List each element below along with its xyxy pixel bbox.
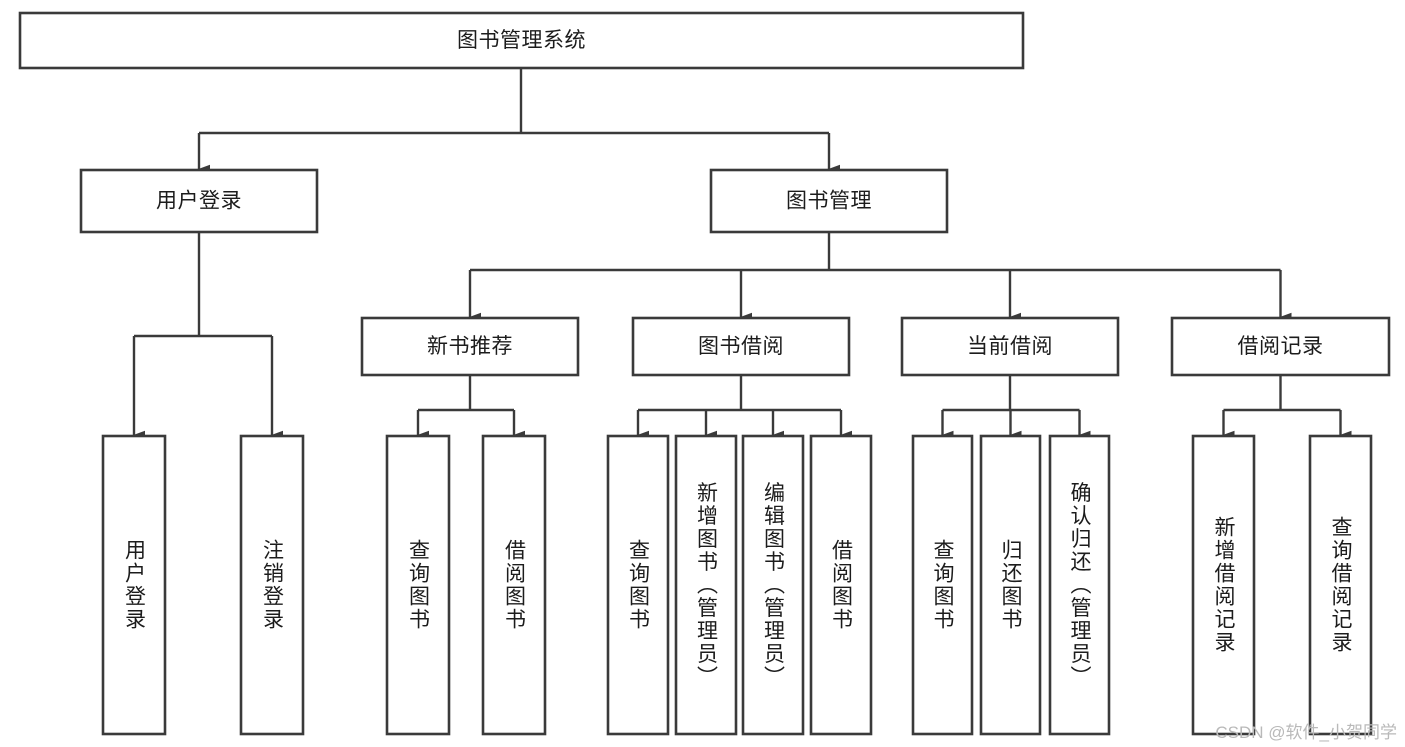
node-box[interactable] — [18, 11, 1025, 70]
node-leaf-11[interactable]: 新增借阅记录 — [1191, 434, 1256, 736]
node-leaf-5[interactable]: 新增图书（管理员） — [674, 434, 738, 736]
node-label: 编辑图书（管理员） — [762, 482, 786, 689]
node-label: 查询借阅记录 — [1329, 516, 1353, 654]
node-label: 新增图书（管理员） — [695, 482, 719, 689]
node-label: 新书推荐 — [427, 335, 513, 358]
node-box[interactable] — [674, 434, 738, 736]
node-box[interactable] — [911, 434, 974, 736]
node-box[interactable] — [1191, 434, 1256, 736]
node-root-0[interactable]: 图书管理系统 — [18, 11, 1025, 70]
node-label: 当前借阅 — [967, 335, 1053, 358]
node-box[interactable] — [709, 168, 949, 234]
node-label: 借阅记录 — [1238, 335, 1324, 358]
node-leaf-4[interactable]: 查询图书 — [606, 434, 670, 736]
node-box[interactable] — [631, 316, 851, 377]
node-box[interactable] — [1308, 434, 1373, 736]
node-box[interactable] — [101, 434, 167, 736]
node-box[interactable] — [1170, 316, 1391, 377]
node-label: 查询图书 — [407, 539, 431, 631]
node-box[interactable] — [741, 434, 805, 736]
node-leaf-12[interactable]: 查询借阅记录 — [1308, 434, 1373, 736]
node-leaf-6[interactable]: 编辑图书（管理员） — [741, 434, 805, 736]
node-box[interactable] — [239, 434, 305, 736]
node-box[interactable] — [900, 316, 1120, 377]
node-label: 借阅图书 — [503, 539, 527, 631]
node-box[interactable] — [385, 434, 451, 736]
node-label: 图书管理 — [786, 190, 872, 213]
node-level2-1[interactable]: 图书借阅 — [631, 316, 851, 377]
node-label: 借阅图书 — [830, 539, 854, 631]
node-leaf-8[interactable]: 查询图书 — [911, 434, 974, 736]
node-box[interactable] — [979, 434, 1042, 736]
node-level1-1[interactable]: 图书管理 — [709, 168, 949, 234]
node-level2-0[interactable]: 新书推荐 — [360, 316, 580, 377]
node-label: 确认归还（管理员） — [1068, 482, 1092, 689]
node-leaf-2[interactable]: 查询图书 — [385, 434, 451, 736]
node-leaf-3[interactable]: 借阅图书 — [481, 434, 547, 736]
node-label: 用户登录 — [123, 539, 147, 631]
node-label: 新增借阅记录 — [1212, 516, 1236, 654]
node-box[interactable] — [809, 434, 873, 736]
node-label: 图书管理系统 — [457, 29, 586, 52]
node-box[interactable] — [481, 434, 547, 736]
node-level2-2[interactable]: 当前借阅 — [900, 316, 1120, 377]
node-label: 用户登录 — [156, 190, 242, 213]
node-box[interactable] — [606, 434, 670, 736]
node-level1-0[interactable]: 用户登录 — [79, 168, 319, 234]
connector-links — [132, 68, 1352, 440]
node-box[interactable] — [1048, 434, 1111, 736]
node-label: 归还图书 — [999, 539, 1023, 631]
node-box[interactable] — [360, 316, 580, 377]
node-label: 查询图书 — [931, 539, 955, 631]
node-label: 注销登录 — [261, 539, 285, 631]
node-leaf-7[interactable]: 借阅图书 — [809, 434, 873, 736]
node-leaf-10[interactable]: 确认归还（管理员） — [1048, 434, 1111, 736]
node-label: 查询图书 — [627, 539, 651, 631]
node-leaf-1[interactable]: 注销登录 — [239, 434, 305, 736]
node-label: 图书借阅 — [698, 335, 784, 358]
node-boxes: 图书管理系统用户登录图书管理新书推荐图书借阅当前借阅借阅记录用户登录注销登录查询… — [18, 11, 1391, 736]
node-leaf-9[interactable]: 归还图书 — [979, 434, 1042, 736]
node-box[interactable] — [79, 168, 319, 234]
node-leaf-0[interactable]: 用户登录 — [101, 434, 167, 736]
node-level2-3[interactable]: 借阅记录 — [1170, 316, 1391, 377]
